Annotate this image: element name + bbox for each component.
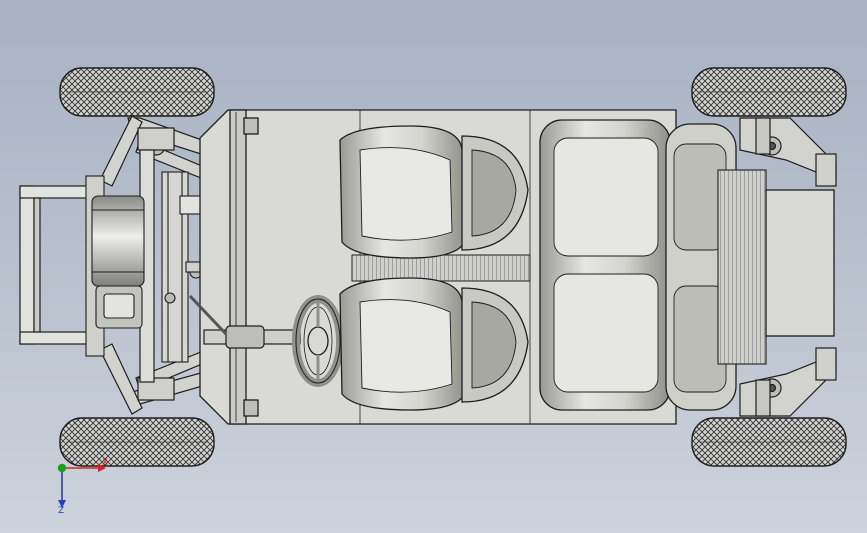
rear-battery-pack: [717, 169, 767, 365]
front-right-tire: [59, 417, 215, 467]
front-bumper-frame: [19, 185, 95, 345]
rear-suspension: [739, 117, 837, 417]
rear-left-tire: [691, 67, 847, 117]
steering-wheel: [292, 295, 344, 387]
steering-column: [188, 294, 301, 349]
rear-right-tire: [691, 417, 847, 467]
rear-cargo-plate: [765, 189, 835, 337]
front-left-tire: [59, 67, 215, 117]
rear-bench-seat: [539, 119, 737, 411]
triad-z-label: Z: [58, 506, 64, 516]
seat-gap-floor: [351, 254, 531, 282]
triad-x-label: X: [102, 458, 108, 468]
passenger-seat: [339, 277, 529, 411]
driver-seat: [339, 125, 529, 259]
xyz-triad-icon: X Z: [57, 458, 108, 516]
